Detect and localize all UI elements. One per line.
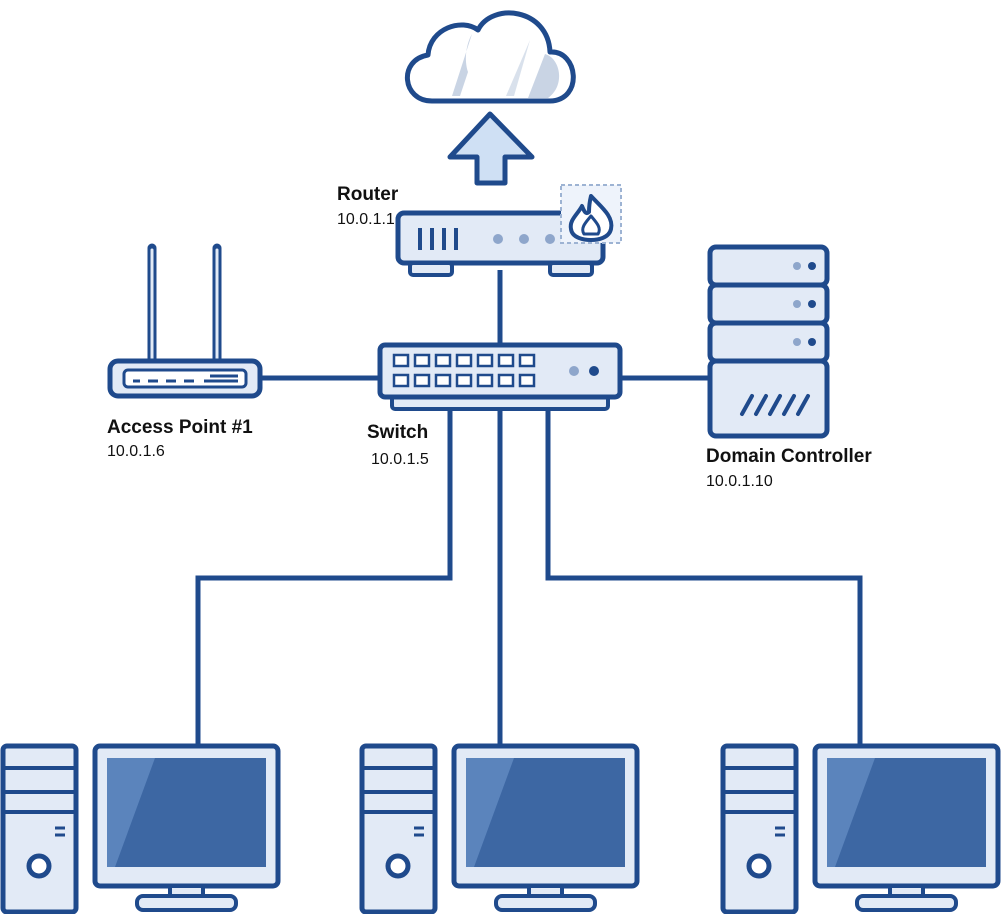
router-label: Router [337, 184, 399, 205]
switch-icon [377, 342, 623, 411]
firewall-icon [560, 184, 622, 244]
switch-port [455, 353, 473, 368]
domain-controller-ip: 10.0.1.10 [706, 473, 773, 490]
switch-port [413, 353, 431, 368]
switch-port [518, 373, 536, 388]
switch-port [476, 353, 494, 368]
switch-label: Switch [367, 422, 429, 443]
switch-port [476, 373, 494, 388]
upload-arrow-icon [447, 111, 535, 186]
cloud-icon [404, 10, 576, 104]
access-point-ip: 10.0.1.6 [107, 443, 165, 460]
link-switch-pc3 [545, 408, 863, 746]
access-point-icon [107, 243, 263, 399]
switch-port [413, 373, 431, 388]
switch-port [518, 353, 536, 368]
switch-port [434, 373, 452, 388]
workstation-icon [362, 746, 637, 912]
server-icon [707, 244, 830, 439]
router-icon [395, 210, 606, 277]
workstation-icon [3, 746, 278, 912]
switch-port [392, 353, 410, 368]
link-switch-pc1 [195, 408, 453, 746]
workstation-icon [723, 746, 998, 912]
domain-controller-label: Domain Controller [706, 446, 872, 467]
switch-port [434, 353, 452, 368]
switch-port [497, 353, 515, 368]
router-ip: 10.0.1.1 [337, 211, 395, 228]
switch-port [455, 373, 473, 388]
switch-port [392, 373, 410, 388]
connection-lines [195, 270, 863, 746]
switch-ip: 10.0.1.5 [371, 451, 429, 468]
switch-port [497, 373, 515, 388]
access-point-label: Access Point #1 [107, 417, 253, 438]
